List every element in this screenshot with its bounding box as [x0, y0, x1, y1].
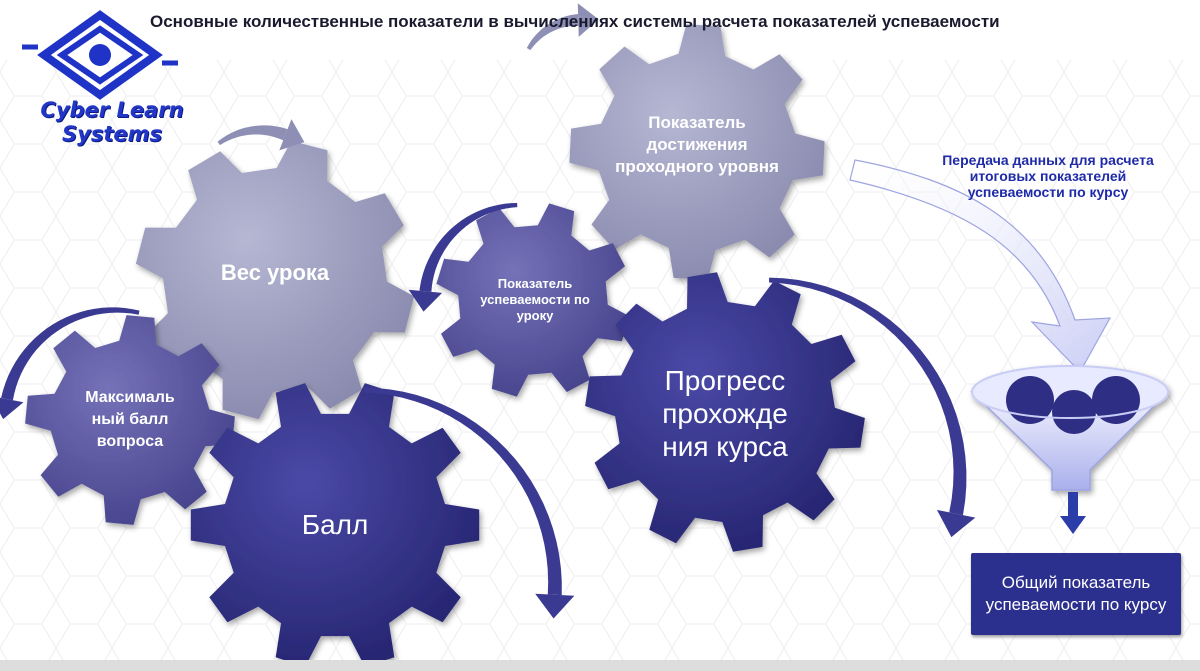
- page-title: Основные количественные показатели в выч…: [150, 12, 1000, 31]
- gear-label-lesson-weight: Вес урока: [220, 260, 330, 285]
- logo-text: Cyber Learn Systems: [22, 98, 202, 146]
- logo-line-1: Cyber Learn: [40, 98, 184, 122]
- funnel-icon: [970, 365, 1170, 491]
- gear-course-progress: [585, 272, 865, 552]
- data-transfer-note: Передача данных для расчета итоговых пок…: [942, 152, 1154, 200]
- gear-score: [190, 383, 480, 667]
- gear-pass-level: [569, 24, 825, 280]
- gear-label-pass-level: Показатель достижения проходного уровня: [615, 113, 779, 176]
- gear-label-score: Балл: [301, 509, 369, 540]
- arrow-lesson-weight-up: [217, 119, 305, 151]
- gear-max-question-score: [25, 315, 235, 525]
- logo-line-2: Systems: [62, 122, 162, 146]
- arrow-course-progress: [769, 277, 976, 538]
- cyber-learn-logo-icon: [22, 10, 178, 100]
- down-arrow-icon: [1060, 492, 1086, 534]
- gear-lesson-performance: [436, 203, 630, 397]
- gear-label-max-question-score: Максималь ный балл вопроса: [85, 389, 175, 450]
- bottom-band: [0, 660, 1200, 671]
- gear-label-course-progress: Прогресс прохожде ния курса: [662, 364, 788, 462]
- result-box: Общий показатель успеваемости по курсу: [971, 553, 1181, 635]
- arrow-pass-level-up: [526, 3, 599, 51]
- arrows-layer: [0, 3, 976, 619]
- gear-label-lesson-performance: Показатель успеваемости по уроку: [480, 276, 590, 323]
- arrow-score: [364, 387, 575, 619]
- gears-layer: [25, 24, 865, 667]
- arrow-max-question-score: [0, 307, 140, 420]
- arrow-lesson-performance: [408, 202, 518, 312]
